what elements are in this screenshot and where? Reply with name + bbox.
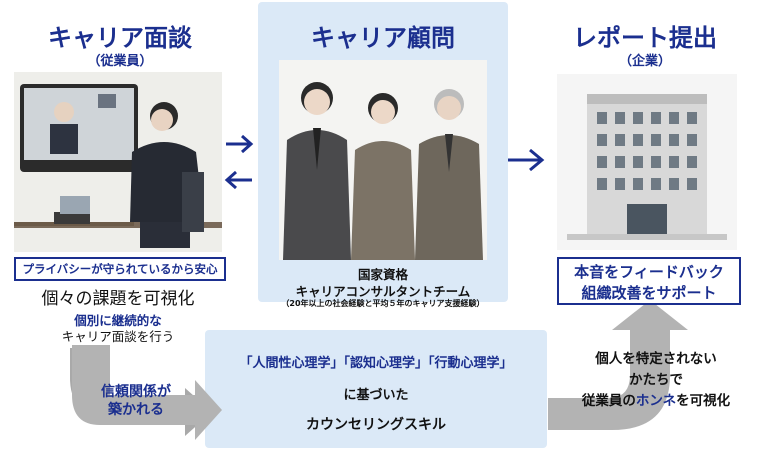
counseling-skill-line: カウンセリングスキル [306, 417, 446, 433]
anonymous-line-3: 従業員のホンネを可視化 [552, 389, 760, 409]
experience-text: （20年以上の社会経験と平均５年のキャリア支援経験） [281, 299, 485, 308]
individual-black: キャリア面談を行う [61, 329, 175, 344]
left-title: キャリア面談 [48, 24, 192, 52]
anonymous-line-2: かたちで [629, 372, 683, 388]
center-title: キャリア顧問 [311, 24, 455, 52]
feedback-box: 本音をフィードバック 組織改善をサポート [557, 257, 741, 305]
office-building-image [557, 74, 737, 250]
consultant-team-illustration [279, 60, 487, 260]
psychology-line: 「人間性心理学」「認知心理学」「行動心理学」 [239, 356, 513, 371]
feedback-line-1: 本音をフィードバック [574, 263, 724, 281]
building-illustration [557, 74, 737, 250]
skills-panel [205, 330, 547, 448]
individual-blue: 個別に継続的な [74, 313, 162, 328]
trust-line-1: 信頼関係が [101, 384, 171, 400]
cert-text: 国家資格 [357, 267, 408, 282]
upward-arrow [548, 300, 688, 430]
honne-suffix: を可視化 [676, 393, 731, 409]
right-arrow-report [508, 148, 545, 172]
feedback-line-2: 組織改善をサポート [581, 284, 717, 302]
anonymous-line-1: 個人を特定されない [595, 351, 717, 367]
left-arrow-bottom [224, 170, 252, 190]
right-title: レポート提出 [573, 24, 717, 52]
meeting-illustration [14, 72, 222, 252]
left-subtitle: （従業員） [87, 54, 153, 69]
video-meeting-image [14, 72, 222, 252]
trust-line-2: 築かれる [108, 402, 164, 418]
privacy-badge: プライバシーが守られているから安心 [14, 257, 226, 281]
consultants-image [279, 60, 487, 260]
right-subtitle: （企業） [618, 54, 671, 69]
visualize-text: 個々の課題を可視化 [41, 289, 195, 309]
honne-highlight: ホンネ [635, 393, 677, 409]
team-text: キャリアコンサルタントチーム [295, 284, 471, 299]
based-on-line: に基づいた [343, 388, 409, 403]
honne-prefix: 従業員の [581, 393, 636, 409]
right-arrow-top [226, 134, 254, 154]
